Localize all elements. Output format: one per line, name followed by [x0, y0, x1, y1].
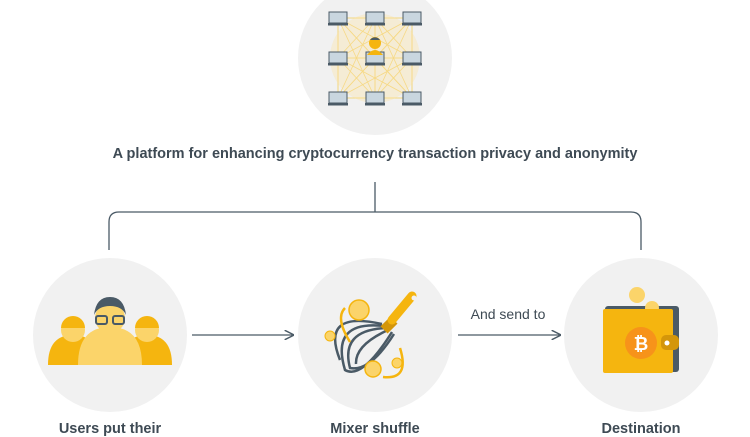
step-label-mixer: Mixer shuffle — [330, 421, 420, 437]
laptop-icon — [365, 91, 385, 106]
laptop-icon — [328, 11, 348, 26]
step-label-destination: Destination — [601, 421, 681, 437]
laptop-icon — [402, 51, 422, 66]
users-icon — [48, 297, 172, 365]
step-label-users: Users put their — [58, 421, 162, 437]
platform-title: A platform for enhancing cryptocurrency … — [112, 146, 638, 162]
laptop-icon — [328, 91, 348, 106]
bitcoin-wallet-icon: ₿ — [603, 287, 679, 373]
laptop-icon — [402, 91, 422, 106]
laptop-icon — [402, 11, 422, 26]
laptop-icon — [328, 51, 348, 66]
laptop-icon — [365, 11, 385, 26]
whisk-mixer-icon — [324, 291, 417, 379]
edge-label-send-to: And send to — [470, 306, 546, 322]
connector-bracket — [108, 182, 642, 250]
network-icon — [298, 0, 452, 135]
svg-text:₿: ₿ — [634, 334, 649, 355]
